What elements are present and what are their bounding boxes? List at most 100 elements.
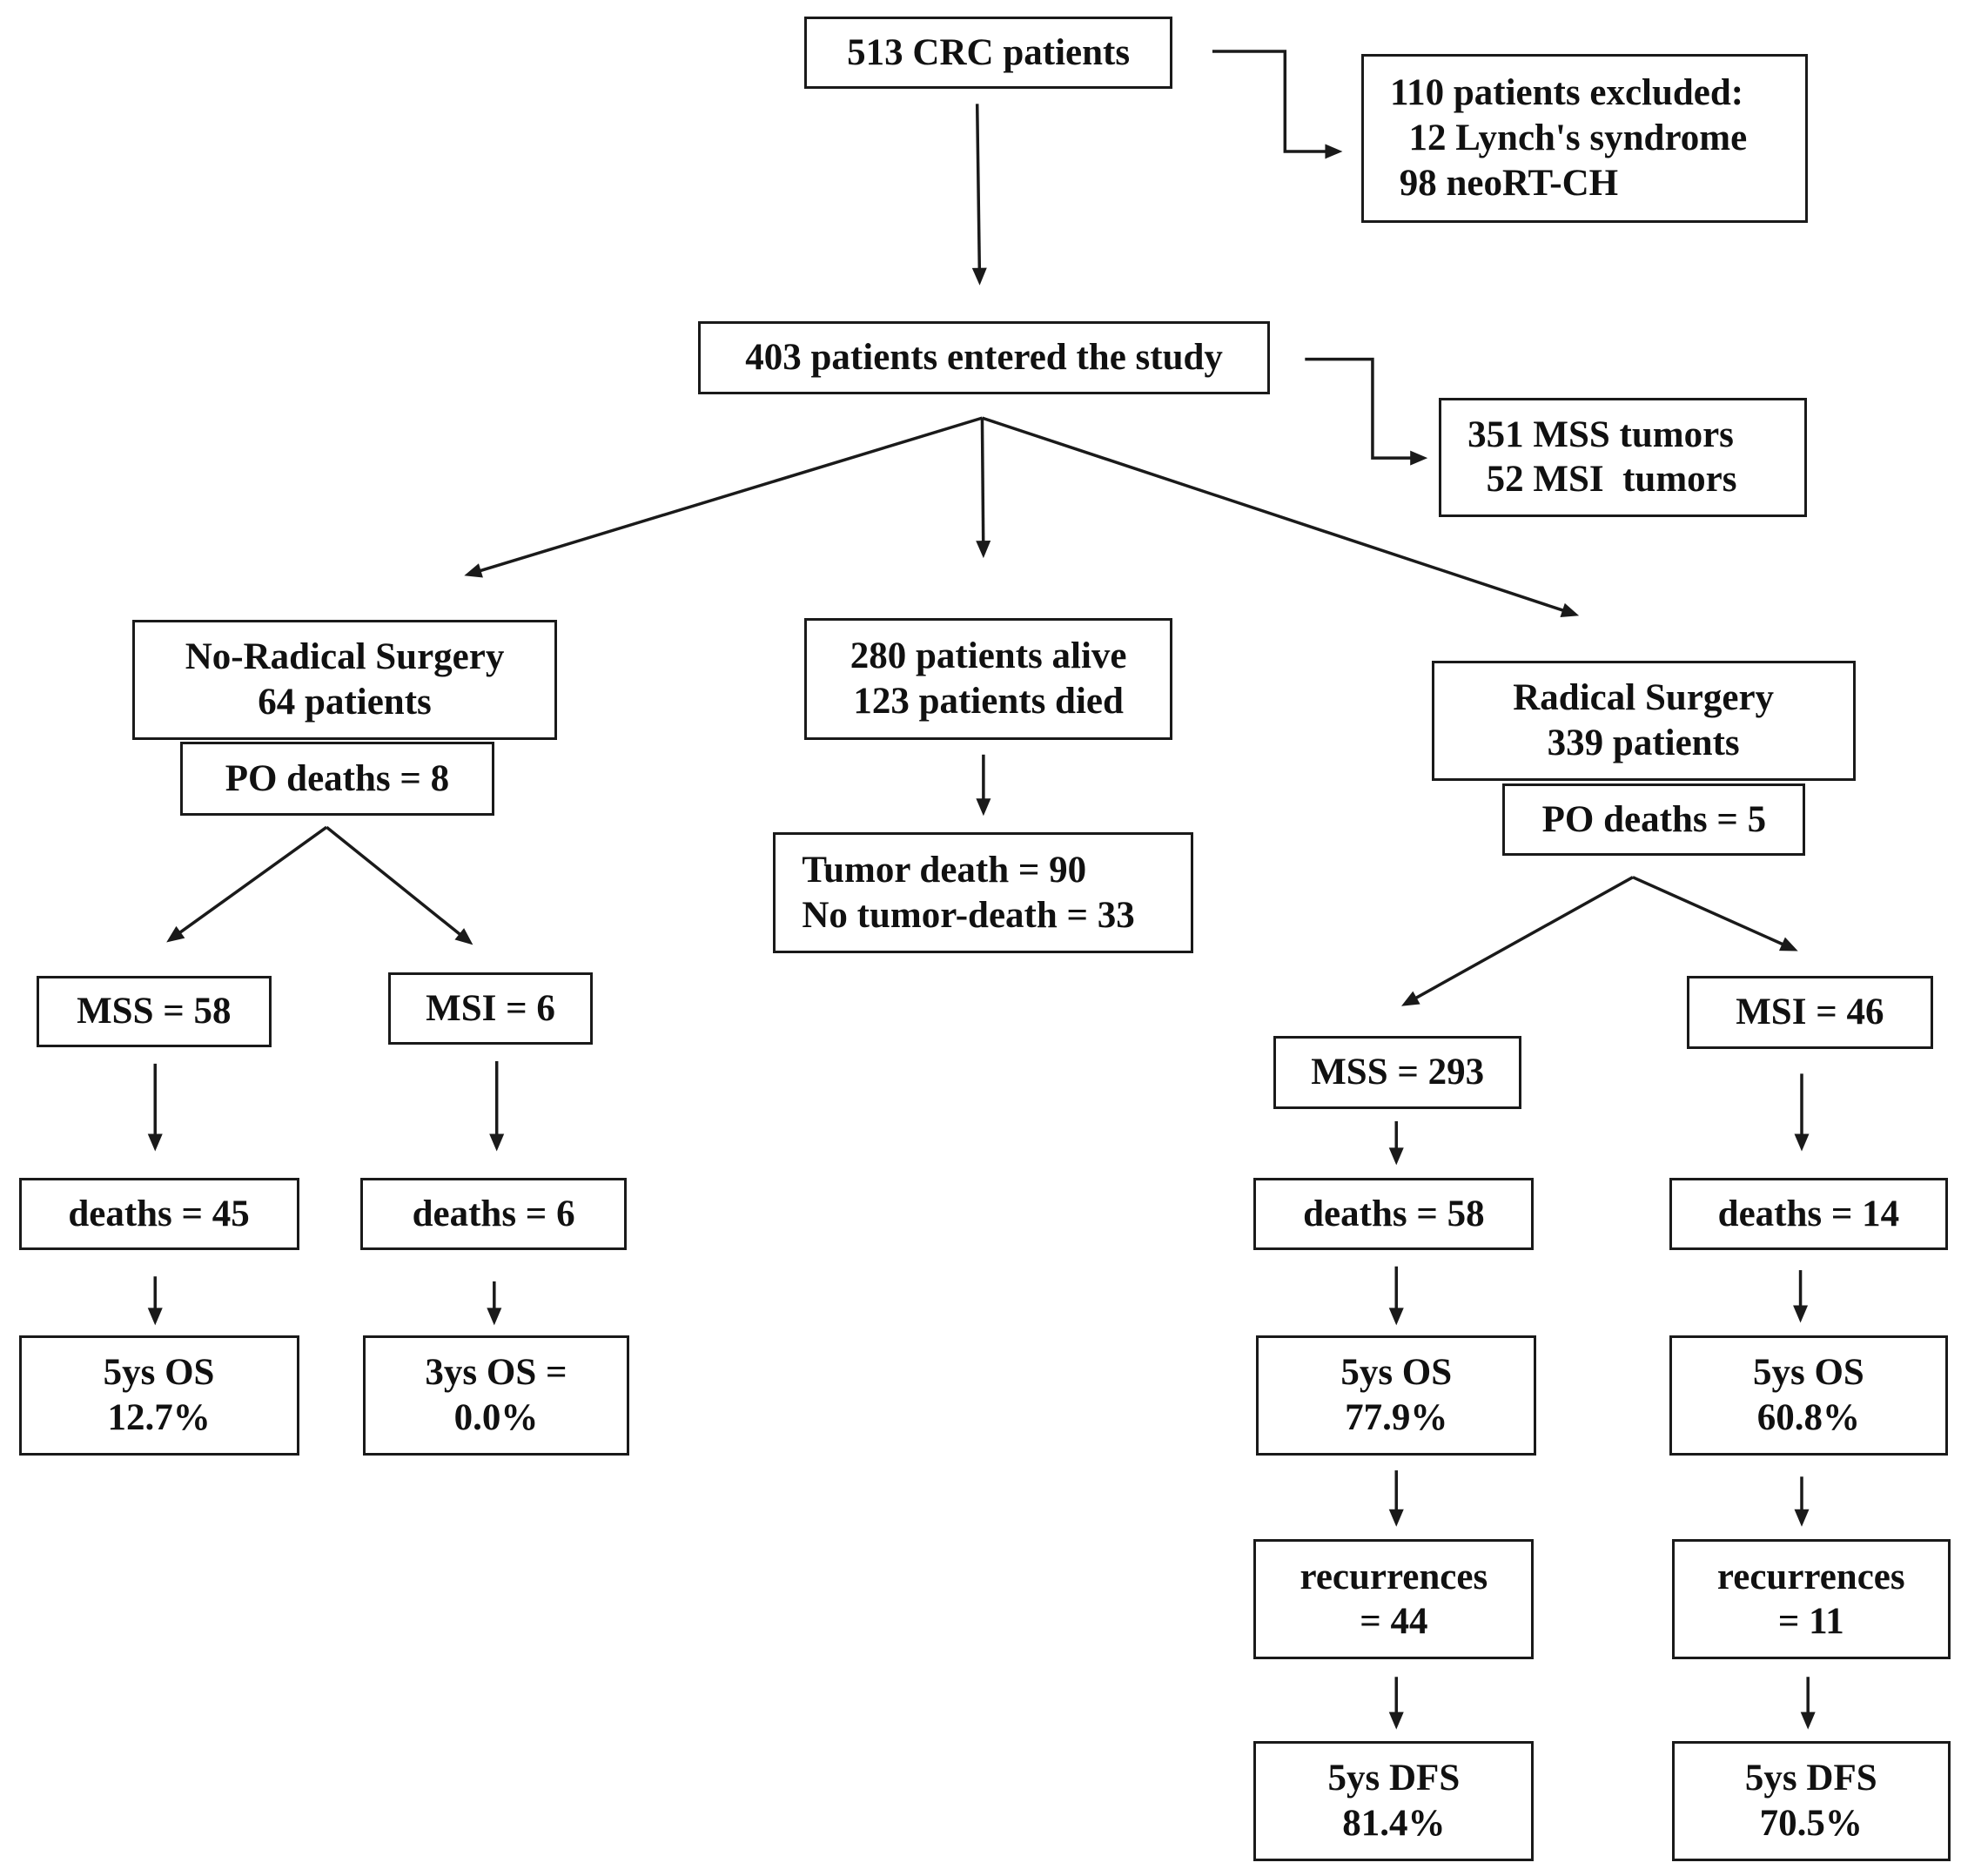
arrowhead	[1401, 991, 1420, 1006]
box-po-deaths-radical: PO deaths = 5	[1502, 783, 1806, 857]
box-recurrences-mss-radical: recurrences = 44	[1253, 1539, 1535, 1660]
box-mss-radical: MSS = 293	[1273, 1036, 1521, 1109]
arrow-entered-to-noradical	[464, 416, 983, 578]
box-line: deaths = 14	[1717, 1193, 1900, 1234]
box-line: 12 Lynch's syndrome	[1390, 118, 1748, 159]
box-line: 60.8%	[1756, 1396, 1861, 1438]
box-line: 77.9%	[1345, 1396, 1448, 1438]
box-line: 3ys OS =	[425, 1352, 567, 1394]
box-line: 280 patients alive	[850, 635, 1127, 677]
box-line: 513 CRC patients	[847, 31, 1131, 73]
box-line: MSS = 58	[77, 991, 232, 1032]
box-line: Tumor death = 90	[802, 850, 1087, 891]
box-tumor-status: 351 MSS tumors 52 MSI tumors	[1439, 398, 1807, 517]
arrow-radical-to-msi	[1632, 876, 1798, 951]
box-dfs-mss-radical: 5ys DFS 81.4%	[1253, 1740, 1535, 1861]
arrow-os-mss-right-to-rec	[1388, 1470, 1404, 1527]
box-line: PO deaths = 5	[1541, 798, 1767, 840]
arrow-os-msi-right-to-rec	[1794, 1476, 1810, 1527]
arrowhead	[1800, 1711, 1816, 1730]
arrow-deaths-msi-right-to-os	[1793, 1270, 1809, 1323]
arrowhead	[1388, 1308, 1404, 1326]
arrowhead	[166, 925, 185, 943]
arrow-crc-to-excluded	[1212, 50, 1343, 159]
connector-line	[1413, 876, 1634, 1001]
arrow-mss-left-to-deaths	[147, 1063, 163, 1152]
arrowhead	[454, 928, 473, 945]
box-line: No-Radical Surgery	[185, 635, 505, 677]
connector-line	[177, 825, 328, 936]
box-no-radical-surgery: No-Radical Surgery 64 patients	[132, 619, 557, 740]
box-deaths-msi-radical: deaths = 14	[1669, 1177, 1949, 1251]
box-line: Radical Surgery	[1513, 677, 1775, 719]
box-line: recurrences	[1299, 1556, 1488, 1597]
arrowhead	[971, 267, 987, 286]
arrowhead	[1325, 144, 1343, 159]
arrowhead	[489, 1133, 505, 1152]
box-line: 339 patients	[1547, 723, 1740, 763]
arrow-msi-left-to-deaths	[489, 1061, 505, 1152]
box-line: 5ys OS	[1752, 1352, 1864, 1394]
arrowhead	[1794, 1509, 1810, 1527]
box-line: No tumor-death = 33	[802, 894, 1135, 936]
box-radical-surgery: Radical Surgery 339 patients	[1431, 661, 1856, 781]
box-alive-died: 280 patients alive 123 patients died	[804, 618, 1172, 740]
box-line: 98 neoRT-CH	[1390, 162, 1619, 204]
arrow-rec-mss-right-to-dfs	[1388, 1677, 1404, 1730]
arrowhead	[147, 1308, 163, 1326]
box-deaths-msi-no-radical: deaths = 6	[360, 1177, 628, 1251]
box-dfs-msi-radical: 5ys DFS 70.5%	[1671, 1740, 1951, 1861]
box-line: 123 patients died	[853, 680, 1124, 722]
box-line: deaths = 6	[412, 1193, 575, 1234]
box-os-mss-radical: 5ys OS 77.9%	[1256, 1335, 1537, 1456]
box-line: 52 MSI tumors	[1467, 459, 1737, 501]
arrowhead	[1388, 1711, 1404, 1730]
box-line: deaths = 58	[1303, 1193, 1485, 1234]
arrow-deaths-mss-left-to-os	[147, 1276, 163, 1326]
box-line: = 11	[1777, 1601, 1844, 1643]
box-line: = 44	[1360, 1601, 1428, 1643]
arrowhead	[1794, 1133, 1810, 1152]
arrowhead	[976, 541, 991, 559]
box-deaths-mss-no-radical: deaths = 45	[18, 1177, 299, 1251]
box-os-msi-radical: 5ys OS 60.8%	[1669, 1335, 1949, 1456]
connector-line	[477, 416, 983, 574]
arrowhead	[1410, 450, 1428, 466]
arrow-entered-to-alive	[976, 418, 991, 559]
arrow-radical-to-mss	[1401, 876, 1634, 1006]
box-line: 110 patients excluded:	[1390, 72, 1744, 114]
arrow-noradical-to-mss	[166, 825, 328, 943]
box-crc-patients: 513 CRC patients	[804, 16, 1172, 90]
arrow-entered-to-tumors	[1305, 357, 1428, 466]
box-line: 64 patients	[258, 681, 432, 723]
arrow-msi-right-to-deaths	[1794, 1073, 1810, 1152]
box-line: 5ys OS	[103, 1352, 215, 1394]
box-line: 5ys DFS	[1327, 1757, 1461, 1799]
arrow-alive-to-tumordeath	[976, 754, 991, 817]
connector-line	[326, 825, 463, 938]
connector-line	[980, 418, 985, 545]
box-line: MSI = 6	[426, 987, 555, 1029]
box-patients-entered: 403 patients entered the study	[698, 321, 1271, 394]
connector-line	[981, 416, 1567, 613]
box-line: 81.4%	[1342, 1802, 1446, 1844]
box-patients-excluded: 110 patients excluded: 12 Lynch's syndro…	[1361, 53, 1809, 223]
arrowhead	[1793, 1305, 1809, 1323]
connector-line	[1212, 50, 1329, 153]
arrowhead	[487, 1308, 502, 1326]
box-line: 351 MSS tumors	[1467, 414, 1734, 455]
box-line: 5ys DFS	[1744, 1757, 1877, 1799]
box-line: recurrences	[1716, 1556, 1905, 1597]
arrowhead	[464, 563, 483, 578]
box-msi-radical: MSI = 46	[1686, 976, 1933, 1049]
box-line: PO deaths = 8	[225, 758, 450, 800]
arrow-crc-to-entered	[971, 104, 987, 286]
box-msi-no-radical: MSI = 6	[387, 972, 594, 1046]
arrowhead	[1778, 937, 1798, 951]
box-recurrences-msi-radical: recurrences = 11	[1671, 1539, 1951, 1660]
arrow-deaths-msi-left-to-os	[487, 1281, 502, 1326]
box-line: deaths = 45	[68, 1193, 250, 1234]
arrow-mss-right-to-deaths	[1388, 1121, 1404, 1166]
